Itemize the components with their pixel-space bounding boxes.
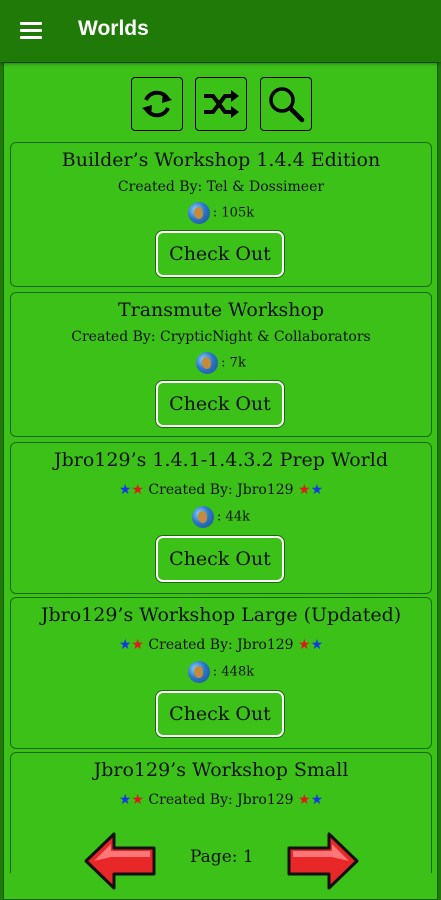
world-card: Jbro129’s Workshop Small ★★ Created By: … [10, 752, 432, 873]
world-creator: Created By: Jbro129 [148, 482, 294, 498]
world-title: Jbro129’s Workshop Large (Updated) [40, 604, 402, 626]
download-count-value: : 448k [212, 664, 255, 680]
world-creator-row: ★★ Created By: Jbro129 ★★ [11, 792, 431, 808]
world-creator: Created By: Tel & Dossimeer [117, 179, 325, 195]
worlds-panel: Builder’s Workshop 1.4.4 Edition Created… [3, 62, 438, 900]
globe-icon [187, 661, 210, 683]
search-button[interactable] [260, 77, 312, 131]
star-icon: ★ [298, 482, 311, 498]
globe-icon [187, 202, 210, 224]
star-icon: ★ [118, 792, 132, 808]
star-icon: ★ [310, 637, 324, 653]
world-creator-row: ★★ Created By: Jbro129 ★★ [11, 482, 431, 498]
download-count-value: : 105k [212, 205, 255, 221]
world-creator: Created By: CrypticNight & Collaborators [71, 329, 371, 345]
star-icon: ★ [298, 637, 311, 653]
star-icon: ★ [131, 482, 144, 498]
world-creator: Created By: Jbro129 [148, 792, 294, 808]
world-title: Transmute Workshop [117, 299, 325, 321]
download-count: : 44k [11, 506, 431, 528]
left-arrow-icon[interactable] [84, 831, 156, 891]
worlds-list[interactable]: Builder’s Workshop 1.4.4 Edition Created… [4, 139, 437, 873]
world-title: Builder’s Workshop 1.4.4 Edition [61, 149, 381, 171]
star-icon: ★ [131, 637, 144, 653]
search-icon [269, 87, 305, 123]
page-title: Worlds [78, 17, 149, 40]
world-card: Jbro129’s Workshop Large (Updated) ★★ Cr… [10, 597, 432, 749]
world-card: Transmute Workshop Created By: CrypticNi… [10, 292, 432, 437]
check-out-button[interactable]: Check Out [156, 381, 284, 427]
star-icon: ★ [131, 792, 144, 808]
check-out-button[interactable]: Check Out [156, 691, 284, 737]
page-label: Page: 1 [190, 847, 254, 867]
hamburger-menu-icon[interactable] [20, 22, 42, 40]
world-creator-row: ★★ Created By: Jbro129 ★★ [11, 637, 431, 653]
star-icon: ★ [118, 637, 132, 653]
star-icon: ★ [310, 792, 324, 808]
refresh-icon [142, 90, 172, 118]
refresh-button[interactable] [131, 77, 183, 131]
world-title: Jbro129’s Workshop Small [93, 759, 349, 781]
world-creator: Created By: Jbro129 [148, 637, 294, 653]
right-arrow-icon[interactable] [287, 831, 359, 891]
download-count: : 448k [11, 661, 431, 683]
check-out-button[interactable]: Check Out [156, 231, 284, 277]
world-card: Jbro129’s 1.4.1-1.4.3.2 Prep World ★★ Cr… [10, 442, 432, 594]
shuffle-button[interactable] [195, 77, 247, 131]
world-card: Builder’s Workshop 1.4.4 Edition Created… [10, 142, 432, 287]
star-icon: ★ [298, 792, 311, 808]
download-count-value: : 44k [217, 509, 250, 525]
pagination: Page: 1 [4, 832, 437, 899]
app-bar: Worlds [0, 0, 441, 62]
download-count: : 105k [11, 202, 431, 224]
check-out-button[interactable]: Check Out [156, 536, 284, 582]
star-icon: ★ [310, 482, 324, 498]
globe-icon [196, 352, 219, 374]
download-count-value: : 7k [221, 355, 246, 371]
shuffle-icon [204, 90, 239, 118]
toolbar [4, 77, 437, 133]
world-title: Jbro129’s 1.4.1-1.4.3.2 Prep World [54, 449, 388, 471]
globe-icon [192, 506, 215, 528]
star-icon: ★ [118, 482, 132, 498]
download-count: : 7k [11, 352, 431, 374]
